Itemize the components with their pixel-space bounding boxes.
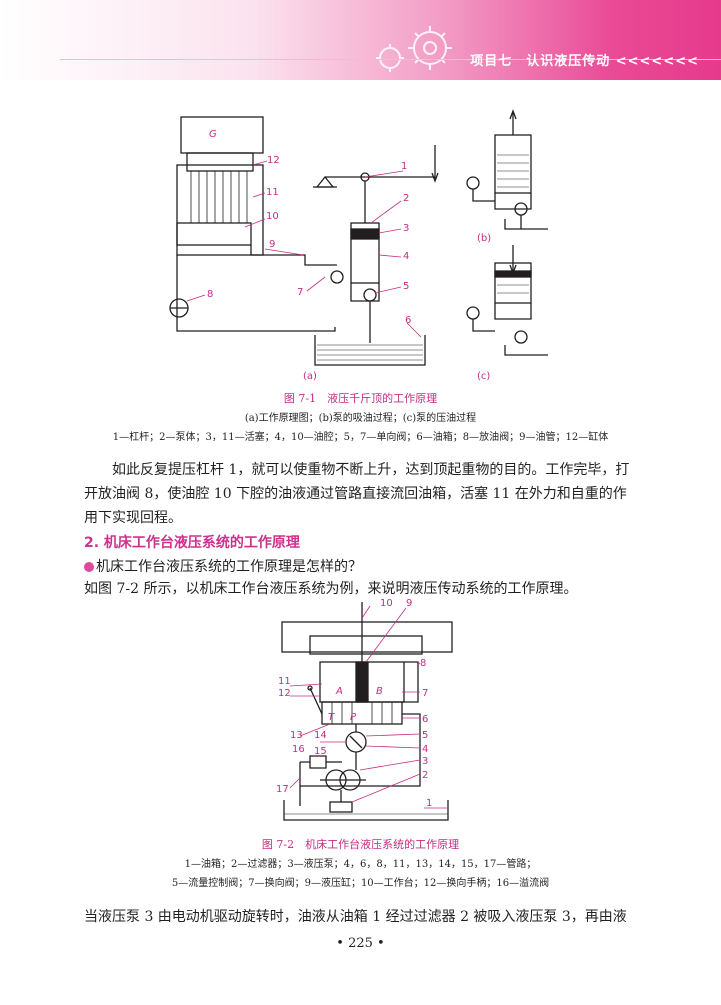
paragraph-2: 如图 7-2 所示，以机床工作台液压系统为例，来说明液压传动系统的工作原理。	[84, 581, 578, 597]
check-valve-5	[363, 288, 377, 302]
page-number: • 225 •	[336, 936, 385, 951]
label-b: (b)	[477, 233, 491, 244]
label-7: 7	[297, 287, 303, 298]
label-11: 11	[266, 187, 279, 198]
label-A: A	[335, 686, 343, 697]
label-6: 6	[405, 315, 411, 326]
filter-2	[329, 801, 353, 813]
page-header	[0, 0, 721, 80]
label-16: 16	[292, 744, 305, 755]
label-17: 17	[276, 784, 289, 795]
cylinder-hatching	[190, 171, 248, 223]
return-pipe	[176, 255, 336, 332]
load-weight	[180, 116, 264, 154]
section-heading: 2. 机床工作台液压系统的工作原理	[84, 535, 300, 551]
label-3: 3	[422, 756, 428, 767]
figure-7-2-legend-2: 5—流量控制阀；7—换向阀；9—液压缸；10—工作台；12—换向手柄；16—溢流…	[171, 878, 550, 889]
label-4: 4	[422, 744, 428, 755]
bullet-dot-icon	[84, 562, 94, 572]
piston-11	[176, 222, 252, 246]
relief-valve-16	[300, 755, 327, 769]
pipe-9	[250, 245, 337, 266]
worktable-10	[281, 621, 453, 653]
figure-7-1-diagram: G 12 11 10 9 8 1 2 3 4 5 7 6 (a) (b) (c)	[169, 109, 548, 382]
cylinder-cap	[186, 152, 254, 172]
tank-6	[314, 335, 426, 366]
tank-1	[283, 800, 449, 821]
piston-3	[350, 228, 380, 240]
label-a: (a)	[303, 371, 317, 382]
figure-7-1-subcaption: (a)工作原理图；(b)泵的吸油过程；(c)泵的压油过程	[244, 413, 477, 424]
figure-7-1-caption: 图 7-1 液压千斤顶的工作原理	[283, 392, 438, 405]
figure-7-2-legend-1: 1—油箱；2—过滤器；3—液压泵；4，6，8，11，13，14，15，17—管路…	[184, 859, 537, 870]
label-8: 8	[207, 289, 213, 300]
label-10: 10	[266, 211, 279, 222]
chapter-arrows: <<<<<<<	[615, 54, 699, 69]
figure-7-1-legend: 1—杠杆；2—泵体；3，11—活塞；4，10—油腔；5，7—单向阀；6—油箱；8…	[112, 432, 609, 443]
label-5: 5	[422, 730, 428, 741]
label-B: B	[376, 686, 383, 697]
figure-7-2-diagram: 10 9 8 7 6 5 4 3 2 1 11 12 13 14 15 16 1…	[276, 598, 453, 821]
gear-decoration-icon	[376, 26, 452, 72]
label-P: P	[350, 712, 357, 723]
label-13: 13	[290, 730, 303, 741]
label-14: 14	[314, 730, 327, 741]
label-9: 9	[269, 239, 275, 250]
label-6: 6	[422, 714, 428, 725]
label-8: 8	[420, 658, 426, 669]
check-valve-7	[330, 270, 344, 284]
chapter-title: 项目七 认识液压传动 <<<<<<<	[470, 50, 699, 69]
cylinder-body	[176, 164, 264, 256]
pipe-8	[402, 661, 419, 703]
label-1: 1	[401, 161, 407, 172]
label-T: T	[328, 712, 335, 723]
label-7: 7	[422, 688, 428, 699]
label-10: 10	[380, 598, 393, 609]
question-line: 机床工作台液压系统的工作原理是怎样的？	[84, 556, 362, 576]
label-2: 2	[403, 193, 409, 204]
label-11: 11	[278, 676, 291, 687]
label-3: 3	[403, 223, 409, 234]
label-1: 1	[426, 798, 432, 809]
paragraph-3: 当液压泵 3 由电动机驱动旋转时，油液从油箱 1 经过过滤器 2 被吸入液压泵 …	[84, 909, 627, 925]
figure-7-2-caption: 图 7-2 机床工作台液压系统的工作原理	[261, 838, 460, 851]
label-5: 5	[403, 281, 409, 292]
lever-pivot	[315, 175, 335, 188]
chapter-title-text: 项目七 认识液压传动	[470, 54, 611, 69]
pump-b-body	[494, 134, 532, 194]
label-12: 12	[267, 155, 280, 166]
label-c: (c)	[477, 371, 490, 382]
pipe-6	[299, 713, 421, 806]
tank-oil	[317, 344, 423, 361]
question-text: 机床工作台液压系统的工作原理是怎样的？	[96, 559, 362, 575]
pump-body-2	[350, 222, 380, 284]
label-15: 15	[314, 746, 327, 757]
label-2: 2	[422, 770, 428, 781]
label-12: 12	[278, 688, 291, 699]
paragraph-1: 如此反复提压杠杆 1，就可以使重物不断上升，达到顶起重物的目的。工作完毕，打开放…	[84, 462, 630, 526]
label-9: 9	[406, 598, 412, 609]
label-4: 4	[403, 251, 409, 262]
label-G: G	[209, 129, 217, 140]
header-rule	[60, 59, 721, 60]
valve-handle-12	[309, 687, 323, 715]
